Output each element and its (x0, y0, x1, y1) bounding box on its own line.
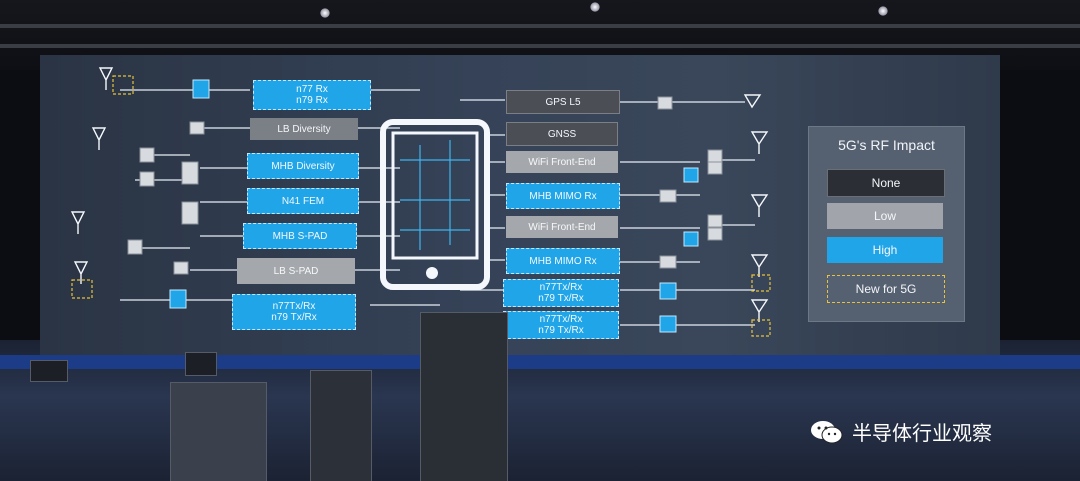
stage-stripe (0, 355, 1080, 369)
block-label: n77Tx/Rx (539, 314, 583, 325)
block-label: MHB MIMO Rx (529, 255, 597, 267)
stage-monitor (185, 352, 217, 376)
legend-none: None (827, 169, 945, 197)
block-label: n79 Rx (296, 95, 328, 106)
block-n41-fem: N41 FEM (247, 188, 359, 214)
block-label: n79 Tx/Rx (271, 312, 317, 323)
block-mhb-s-pad: MHB S-PAD (243, 223, 357, 249)
block-lb-diversity: LB Diversity (250, 118, 358, 140)
block-n77-n79-txrx: n77Tx/Rx n79 Tx/Rx (503, 311, 619, 339)
block-label: GNSS (547, 128, 577, 140)
watermark: 半导体行业观察 (810, 417, 992, 446)
block-label: n79 Tx/Rx (538, 325, 584, 336)
block-label: n79 Tx/Rx (538, 293, 584, 304)
block-label: MHB Diversity (271, 160, 335, 172)
phone-graphic (380, 119, 490, 290)
stage-light (320, 8, 330, 18)
block-lb-s-pad: LB S-PAD (237, 258, 355, 284)
block-label: GPS L5 (545, 96, 581, 108)
legend-high: High (827, 237, 943, 263)
block-n77-n79-rx: n77 Rx n79 Rx (253, 80, 371, 110)
block-label: LB Diversity (277, 123, 331, 135)
block-label: MHB S-PAD (272, 230, 328, 242)
truss-beam (0, 44, 1080, 48)
stage-monitor (30, 360, 68, 382)
wechat-icon (811, 420, 843, 443)
legend-new-for-5g: New for 5G (827, 275, 945, 303)
stage-rack (310, 370, 372, 481)
block-mhb-mimo-rx: MHB MIMO Rx (506, 183, 620, 209)
block-label: LB S-PAD (273, 265, 319, 277)
watermark-text: 半导体行业观察 (852, 421, 992, 445)
block-label: n77Tx/Rx (272, 301, 316, 312)
block-mhb-mimo-rx: MHB MIMO Rx (506, 248, 620, 274)
stage-desk (170, 382, 267, 481)
stage-podium (420, 312, 508, 481)
block-label: WiFi Front-End (528, 156, 596, 168)
stage-light (590, 2, 600, 12)
block-wifi-front-end: WiFi Front-End (506, 151, 618, 173)
block-label: n77Tx/Rx (539, 282, 583, 293)
block-label: WiFi Front-End (528, 221, 596, 233)
legend-title: 5G's RF Impact (838, 137, 935, 153)
block-n77-n79-txrx: n77Tx/Rx n79 Tx/Rx (232, 294, 356, 330)
truss-beam (0, 24, 1080, 28)
block-label: n77 Rx (296, 84, 328, 95)
block-gps-l5: GPS L5 (506, 90, 620, 114)
block-wifi-front-end: WiFi Front-End (506, 216, 618, 238)
rf-impact-legend: 5G's RF Impact None Low High New for 5G (808, 126, 965, 322)
block-mhb-diversity: MHB Diversity (247, 153, 359, 179)
legend-low: Low (827, 203, 943, 229)
block-n77-n79-txrx: n77Tx/Rx n79 Tx/Rx (503, 279, 619, 307)
stage-light (878, 6, 888, 16)
block-gnss: GNSS (506, 122, 618, 146)
block-label: MHB MIMO Rx (529, 190, 597, 202)
block-label: N41 FEM (281, 195, 325, 207)
